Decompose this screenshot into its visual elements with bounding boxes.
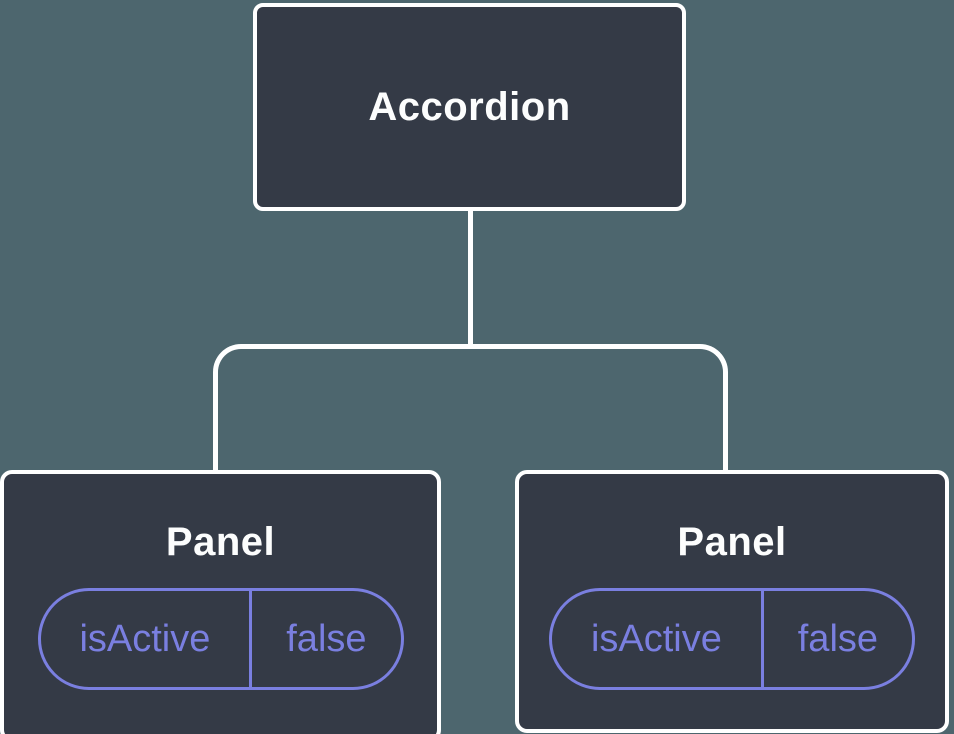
prop-name-label: isActive xyxy=(79,617,211,660)
node-accordion-label: Accordion xyxy=(368,84,571,129)
node-panel-left-label: Panel xyxy=(165,520,276,564)
node-panel-right-label: Panel xyxy=(677,520,787,564)
node-panel-left: Panel isActive false xyxy=(0,470,441,734)
edge-root-stem xyxy=(468,209,473,349)
prop-pill-right: isActive false xyxy=(549,588,915,690)
prop-pill-left: isActive false xyxy=(37,588,404,690)
node-accordion: Accordion xyxy=(253,3,686,211)
prop-value-label: false xyxy=(249,591,400,687)
node-panel-right: Panel isActive false xyxy=(515,470,949,733)
prop-value-label: false xyxy=(760,591,912,687)
prop-name-label: isActive xyxy=(590,617,722,660)
edge-branch-bracket xyxy=(213,344,728,470)
